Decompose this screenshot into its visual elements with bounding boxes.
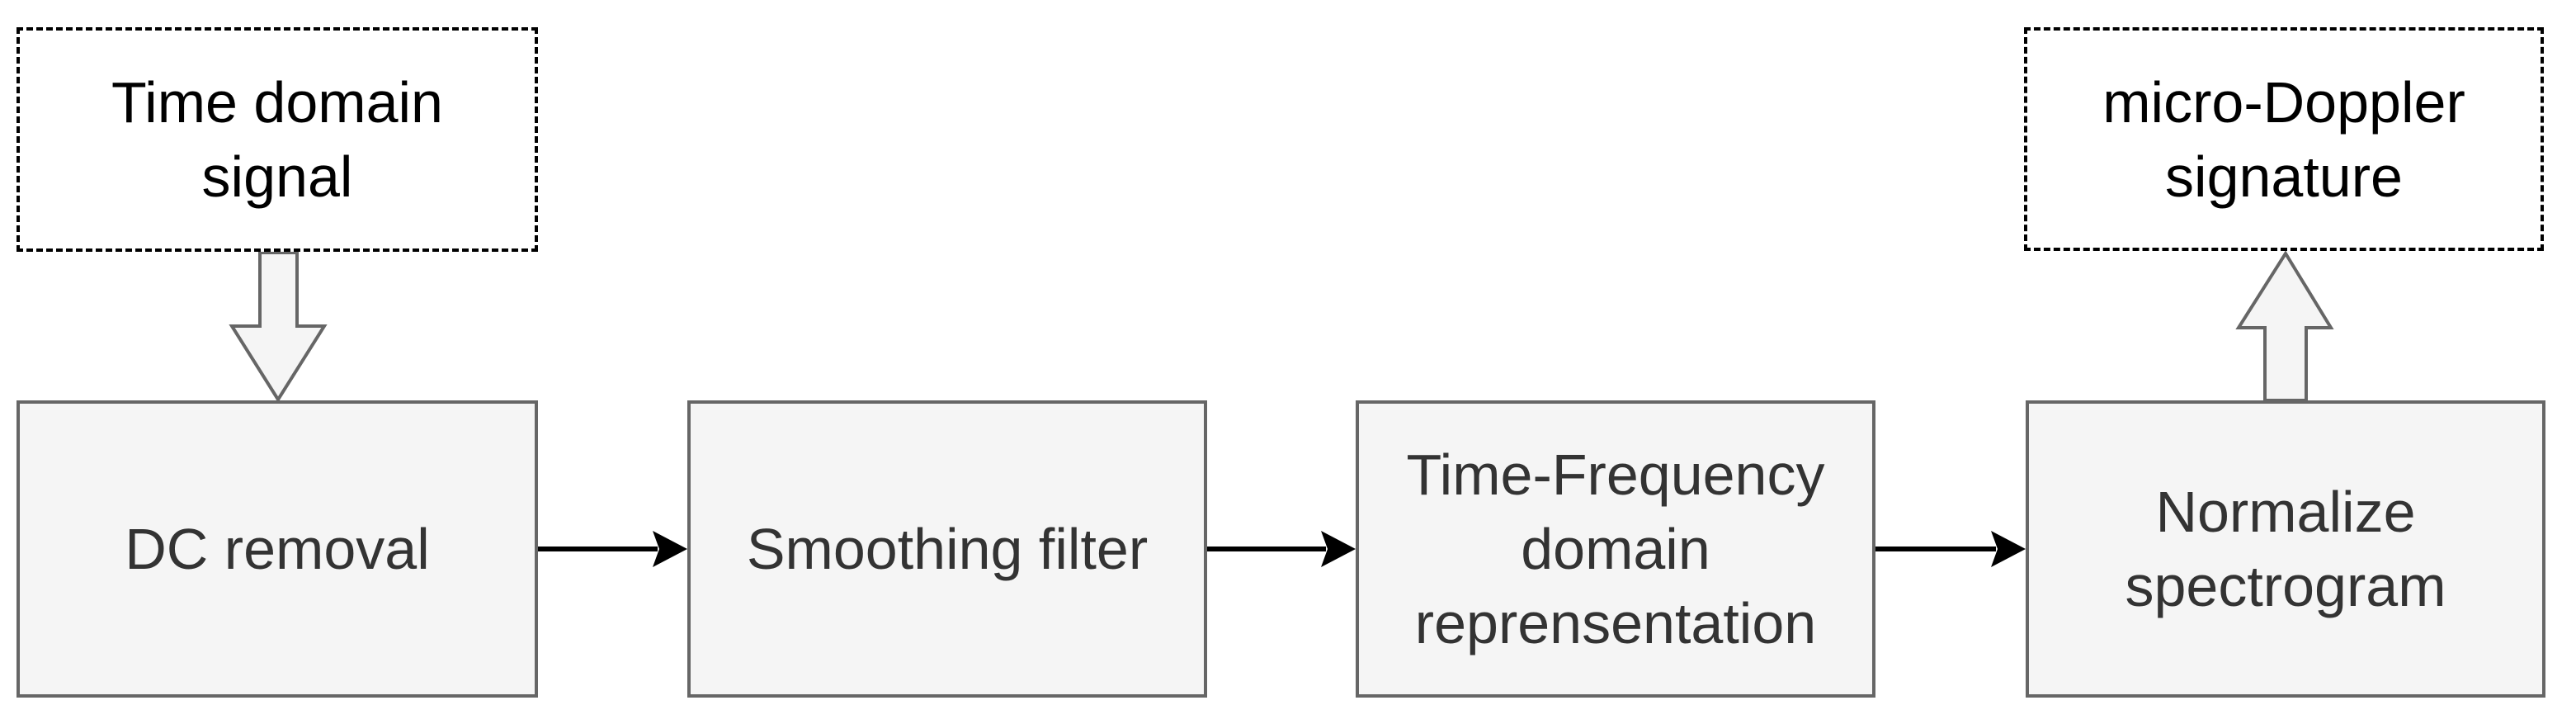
arrow-smoothing-to-tf [1207,531,1356,567]
arrow-tf-to-normalize [1875,531,2026,567]
node-time-frequency-representation: Time-Frequency domain reprensentation [1356,400,1875,698]
block-arrow-up-icon [2235,250,2334,402]
node-dc-removal: DC removal [17,400,538,698]
node-time-domain-signal: Time domain signal [17,27,538,252]
node-normalize-spectrogram-label: Normalize spectrogram [2125,480,2446,618]
node-time-domain-signal-label: Time domain signal [111,70,443,209]
node-micro-doppler-signature-label: micro-Doppler signature [2102,69,2465,209]
node-smoothing-filter: Smoothing filter [687,400,1207,698]
node-smoothing-filter-label: Smoothing filter [746,517,1149,581]
node-normalize-spectrogram: Normalize spectrogram [2026,400,2545,698]
node-dc-removal-label: DC removal [125,517,430,581]
arrow-dc-to-smoothing [538,531,687,567]
node-micro-doppler-signature: micro-Doppler signature [2024,27,2544,251]
block-arrow-down-icon [229,251,328,403]
node-time-frequency-representation-label: Time-Frequency domain reprensentation [1406,442,1825,655]
